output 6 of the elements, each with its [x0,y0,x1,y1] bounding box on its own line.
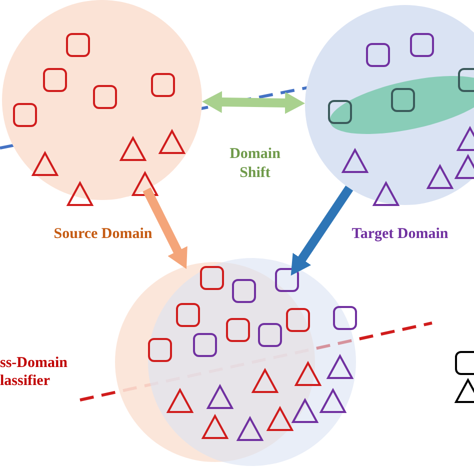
classifier-label: ss-Domain lassifier [0,354,69,390]
domain-title: Target Domain [352,226,448,243]
arrow [202,90,306,114]
domain-title: Source Domain [54,226,152,243]
arrow [290,186,354,276]
arrow [142,187,188,269]
